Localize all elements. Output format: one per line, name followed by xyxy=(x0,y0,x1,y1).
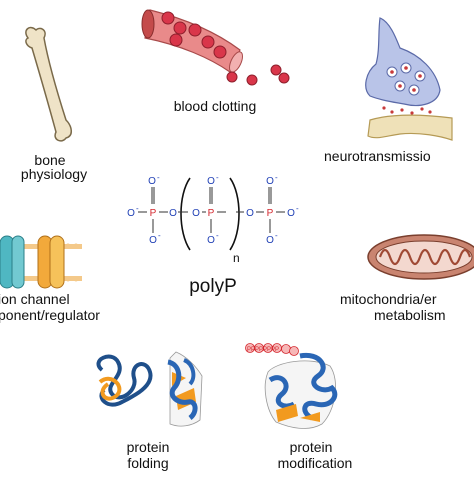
oxygen-atom: O xyxy=(207,235,215,246)
charge-sign: - xyxy=(216,231,219,240)
polyp-structure: O - O - P O O - O - O P O - n O O - xyxy=(127,173,299,265)
protein-modification-icon: PPPPPPPP xyxy=(245,343,338,429)
charge-sign: - xyxy=(216,173,219,182)
oxygen-atom: O xyxy=(287,208,295,219)
protein-modification-label-line2: modification xyxy=(278,455,353,471)
charge-sign: - xyxy=(157,173,160,182)
oxygen-atom: O xyxy=(148,176,156,187)
bone-label-line2: physiology xyxy=(21,166,87,182)
charge-sign: - xyxy=(158,231,161,240)
mitochondria-label-line1: mitochondria/er xyxy=(340,291,437,307)
charge-sign: - xyxy=(275,173,278,182)
protein-folding-label-line1: protein xyxy=(127,439,170,455)
protein-folding-icon xyxy=(96,351,203,427)
ion-channel-icon xyxy=(0,235,82,289)
oxygen-atom: O xyxy=(169,208,177,219)
phosphorus-atom: P xyxy=(267,208,274,219)
protein-modification-label-line1: protein xyxy=(290,439,333,455)
oxygen-atom: O xyxy=(207,176,215,187)
neurotransmission-label: neurotransmissio xyxy=(324,148,431,164)
ion-channel-label-line1: ion channel xyxy=(0,291,70,307)
bone-label-line1: bone xyxy=(34,152,65,168)
charge-sign: - xyxy=(296,204,299,213)
blood-clotting-label: blood clotting xyxy=(174,98,257,114)
oxygen-atom: O xyxy=(266,176,274,187)
polyp-chain-letters: PPPPPPPP xyxy=(247,347,279,353)
polyp-title: polyP xyxy=(189,276,237,297)
oxygen-atom: O xyxy=(192,208,200,219)
oxygen-atom: O xyxy=(246,208,254,219)
oxygen-atom: O xyxy=(149,235,157,246)
phosphorus-atom: P xyxy=(208,208,215,219)
blood-vessel-icon xyxy=(141,9,243,73)
phosphorus-atom: P xyxy=(150,208,157,219)
right-bracket xyxy=(229,177,240,251)
protein-folding-label-line2: folding xyxy=(127,455,168,471)
oxygen-atom: O xyxy=(127,208,135,219)
ion-channel-label-line2: ponent/regulator xyxy=(0,307,100,323)
mitochondria-label-line2: metabolism xyxy=(374,307,446,323)
polyp-chain-beads xyxy=(245,343,299,356)
left-bracket xyxy=(180,177,191,251)
synapse-icon xyxy=(365,17,453,141)
repeat-subscript: n xyxy=(233,251,240,265)
mitochondrion-icon xyxy=(367,234,474,280)
charge-sign: - xyxy=(136,204,139,213)
bone-icon xyxy=(25,26,72,142)
red-blood-cells xyxy=(161,11,290,86)
charge-sign: - xyxy=(275,231,278,240)
oxygen-atom: O xyxy=(266,235,274,246)
